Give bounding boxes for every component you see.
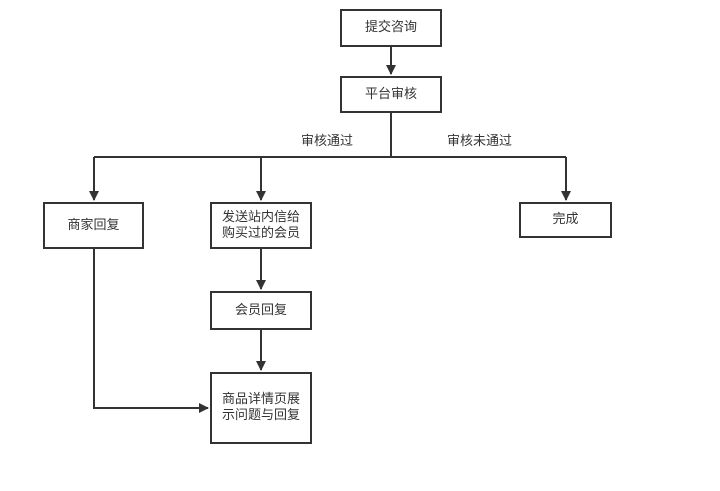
node-submit-inquiry: 提交咨询 [340,9,442,47]
node-merchant-reply-label: 商家回复 [67,217,120,233]
node-platform-review-label: 平台审核 [364,86,417,102]
node-product-page-display-label: 商品详情页展 示问题与回复 [221,392,300,423]
node-done-label: 完成 [552,212,579,227]
node-submit-inquiry-label: 提交咨询 [364,20,417,35]
node-member-reply: 会员回复 [210,291,312,330]
node-merchant-reply: 商家回复 [43,202,144,249]
node-platform-review: 平台审核 [340,76,442,113]
node-done: 完成 [519,202,612,238]
edge-label-approved: 审核通过 [301,134,354,149]
node-send-message: 发送站内信给 购买过的会员 [210,202,312,249]
node-product-page-display: 商品详情页展 示问题与回复 [210,372,312,444]
edge-merchant-reply-to-display [93,248,209,413]
edge-label-rejected: 审核未通过 [447,134,513,149]
node-member-reply-label: 会员回复 [234,302,287,318]
node-send-message-label: 发送站内信给 购买过的会员 [221,209,300,241]
